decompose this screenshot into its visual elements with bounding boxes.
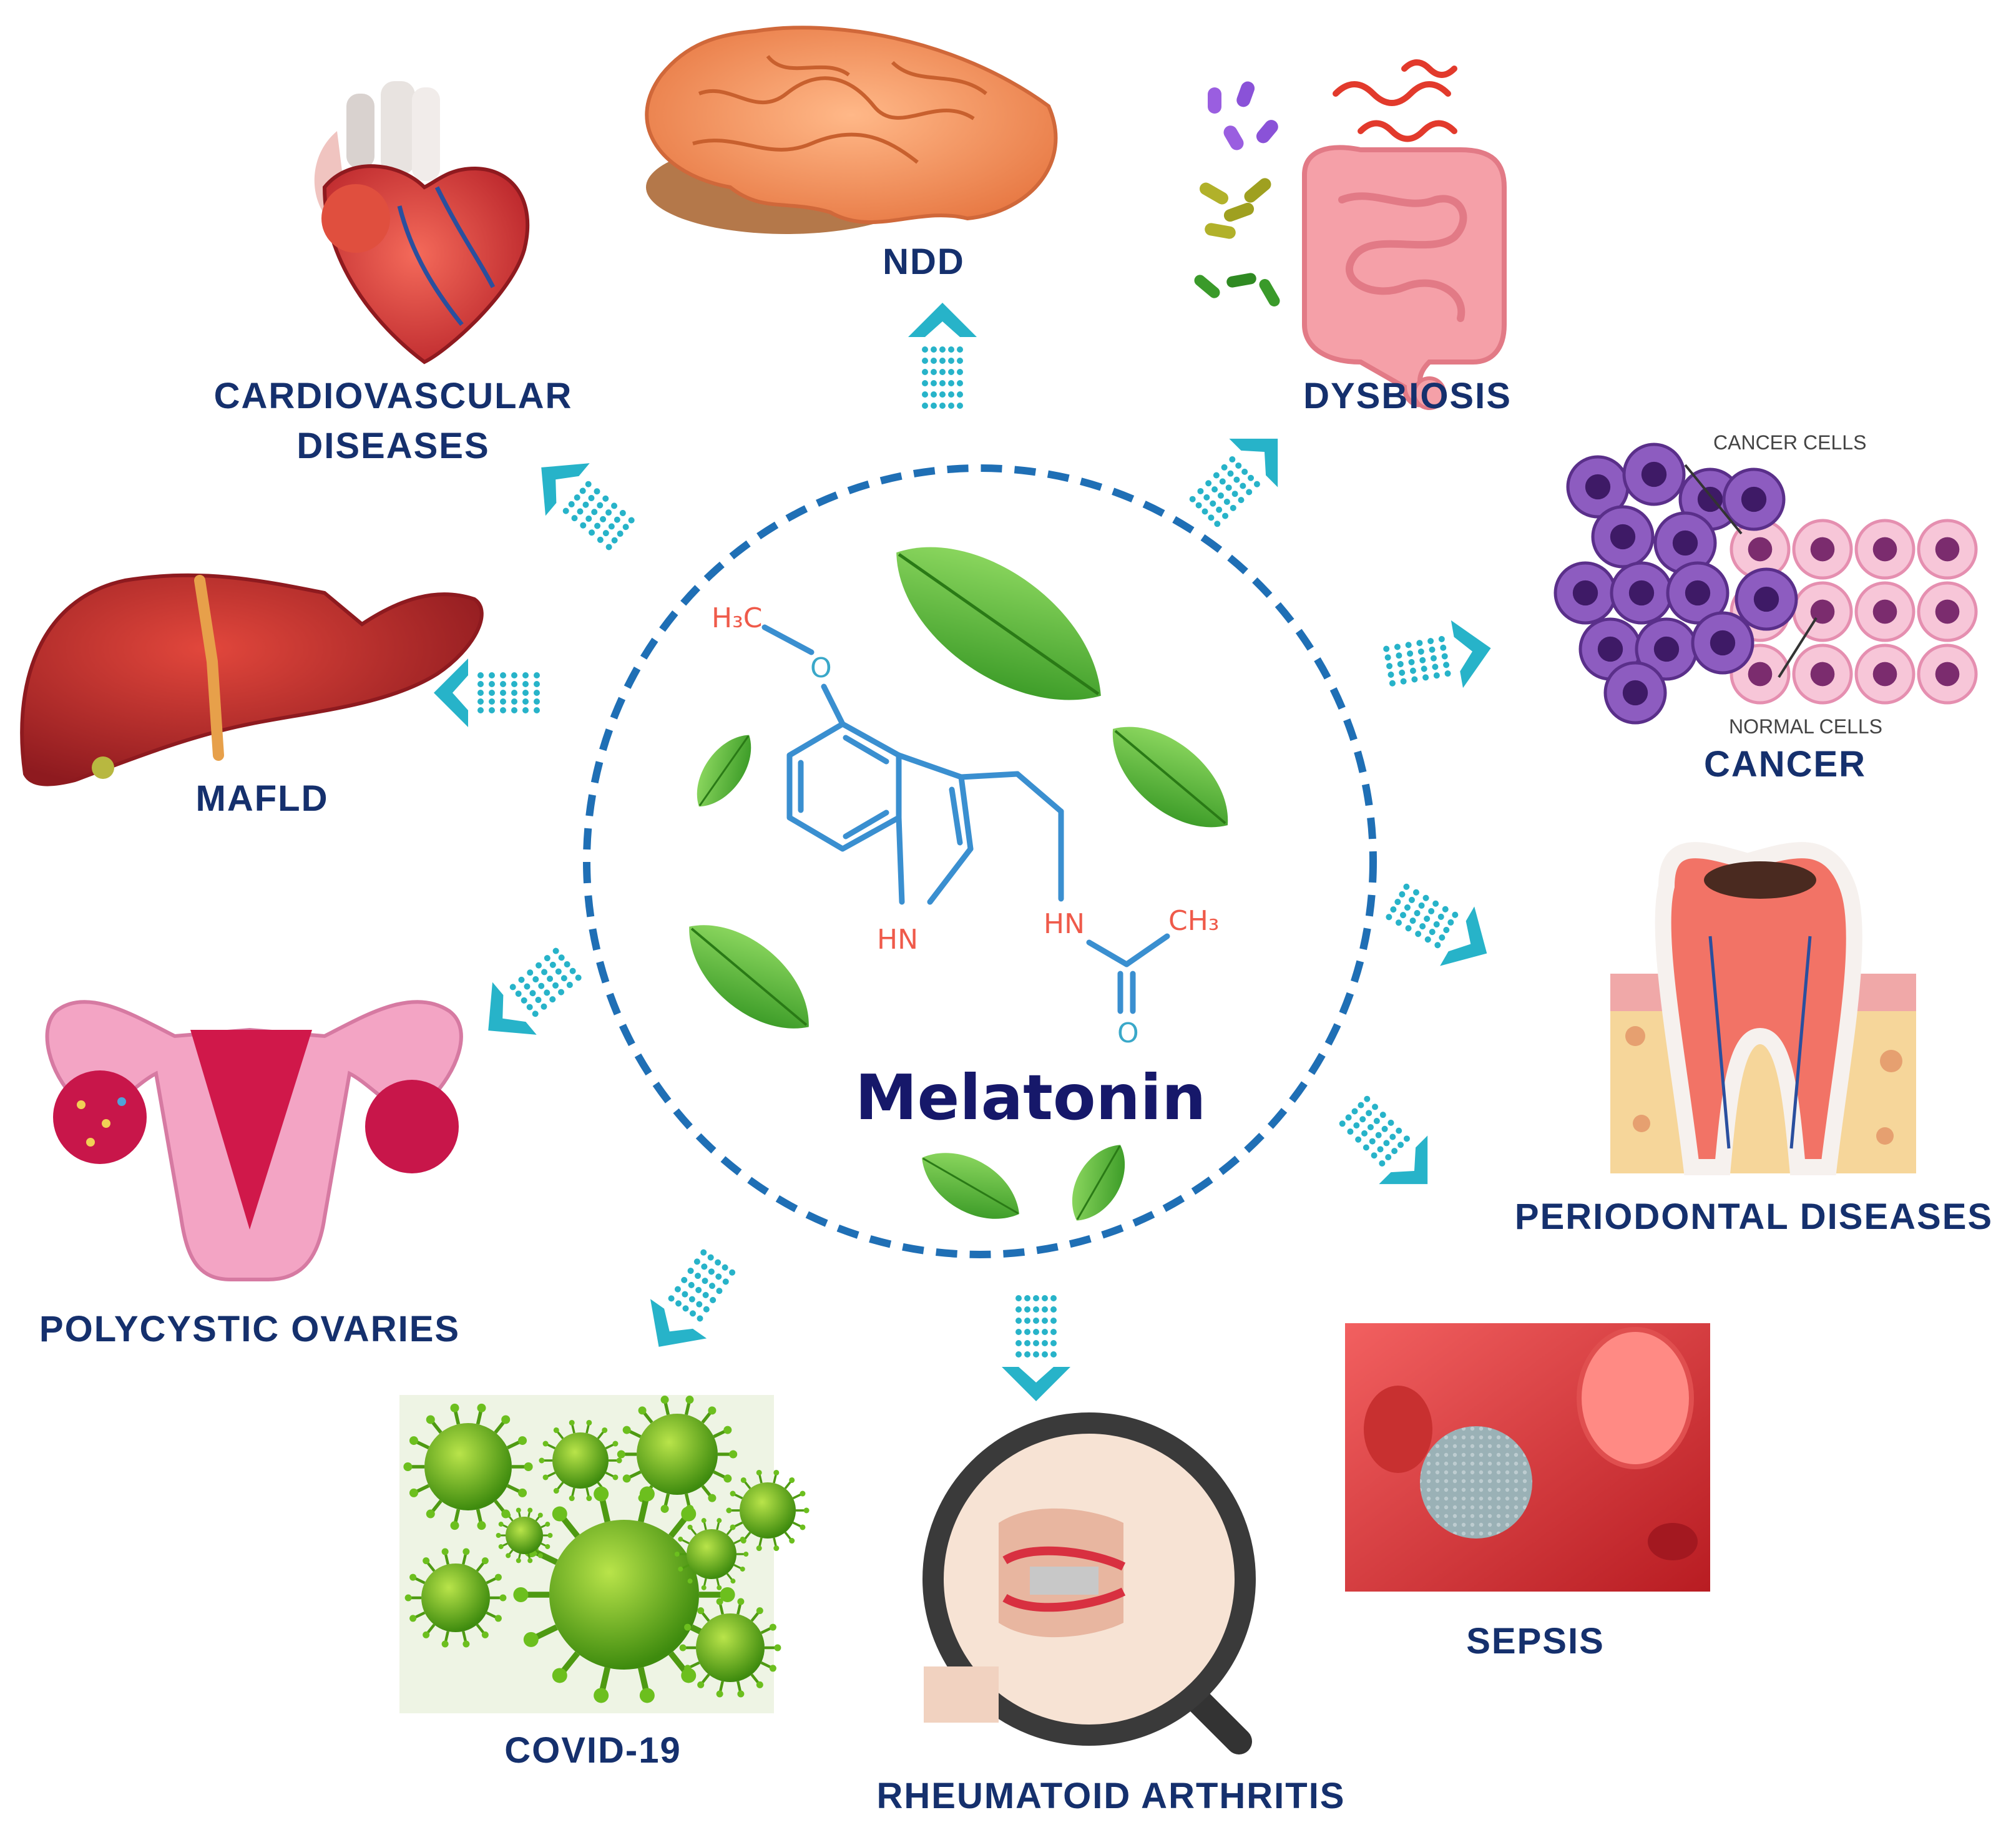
- leaf-icon: [1072, 1145, 1125, 1221]
- label-cardiovascular-line2: DISEASES: [296, 426, 490, 466]
- cells-icon: CANCER CELLS NORMAL CELLS: [1554, 431, 1978, 738]
- atom-o2: O: [1117, 1017, 1139, 1049]
- arrow-icon: [541, 463, 635, 550]
- virus-icon: [496, 1507, 553, 1563]
- arrow-icon: [650, 1249, 736, 1347]
- atom-h3c: H₃C: [712, 602, 762, 634]
- atom-hn-amide: HN: [1044, 908, 1085, 940]
- cancer-cells-caption: CANCER CELLS: [1713, 431, 1866, 454]
- virus-icon: [674, 1518, 749, 1590]
- leaves: [689, 547, 1228, 1221]
- atom-ch3: CH₃: [1168, 905, 1219, 937]
- leaf-icon: [689, 925, 809, 1029]
- arrow-icon: [1002, 1295, 1070, 1401]
- label-cancer: CANCER: [1703, 744, 1867, 785]
- virus-icon: [726, 1469, 810, 1552]
- tooth-icon: [1610, 842, 1916, 1175]
- bacteria-icon: [1194, 59, 1457, 306]
- sepsis-image: [1345, 1323, 1710, 1592]
- virus-icon: [403, 1403, 533, 1530]
- label-sepsis: SEPSIS: [1466, 1621, 1605, 1661]
- label-periodontal: PERIODONTAL DISEASES: [1514, 1196, 1994, 1237]
- heart-icon: [314, 81, 530, 365]
- brain-icon: [645, 26, 1058, 234]
- arrow-icon: [1386, 883, 1487, 966]
- uterus-icon: [45, 1000, 463, 1281]
- arrow-icon: [1383, 620, 1491, 688]
- leaf-icon: [896, 547, 1101, 700]
- atom-o1: O: [810, 652, 832, 684]
- label-ndd: NDD: [883, 242, 965, 282]
- virus-icon: [617, 1396, 738, 1513]
- liver-icon: [20, 573, 484, 786]
- arrow-icon: [1189, 438, 1278, 527]
- melatonin-molecule: [761, 624, 1170, 1014]
- label-mafld: MAFLD: [195, 778, 329, 819]
- leaf-icon: [697, 735, 751, 807]
- leaf-icon: [922, 1153, 1019, 1219]
- normal-cells-caption: NORMAL CELLS: [1729, 715, 1882, 738]
- arrow-icon: [1339, 1095, 1428, 1185]
- label-dysbiosis: DYSBIOSIS: [1303, 376, 1512, 416]
- arrows: [434, 303, 1491, 1401]
- virus-icon: [679, 1598, 781, 1698]
- atom-hn-indole: HN: [877, 924, 918, 956]
- virus-icons: [403, 1396, 810, 1703]
- magnifier-icon: [922, 1412, 1256, 1754]
- center-title: Melatonin: [855, 1061, 1206, 1134]
- center-dashed-circle: [583, 464, 1377, 1258]
- label-rheumatoid-arthritis: RHEUMATOID ARTHRITIS: [876, 1776, 1346, 1816]
- virus-icon: [513, 1486, 735, 1703]
- virus-icon: [404, 1548, 507, 1648]
- leaf-icon: [1112, 727, 1228, 828]
- arrow-icon: [908, 303, 977, 409]
- label-cardiovascular-line1: CARDIOVASCULAR: [213, 376, 573, 416]
- label-covid: COVID-19: [504, 1730, 682, 1771]
- molecule-atoms: H₃C O HN HN CH₃ O: [712, 602, 1219, 1049]
- arrow-icon: [434, 658, 540, 727]
- label-polycystic: POLYCYSTIC OVARIES: [39, 1309, 461, 1349]
- intestine-icon: [1302, 145, 1507, 410]
- arrow-icon: [488, 947, 582, 1035]
